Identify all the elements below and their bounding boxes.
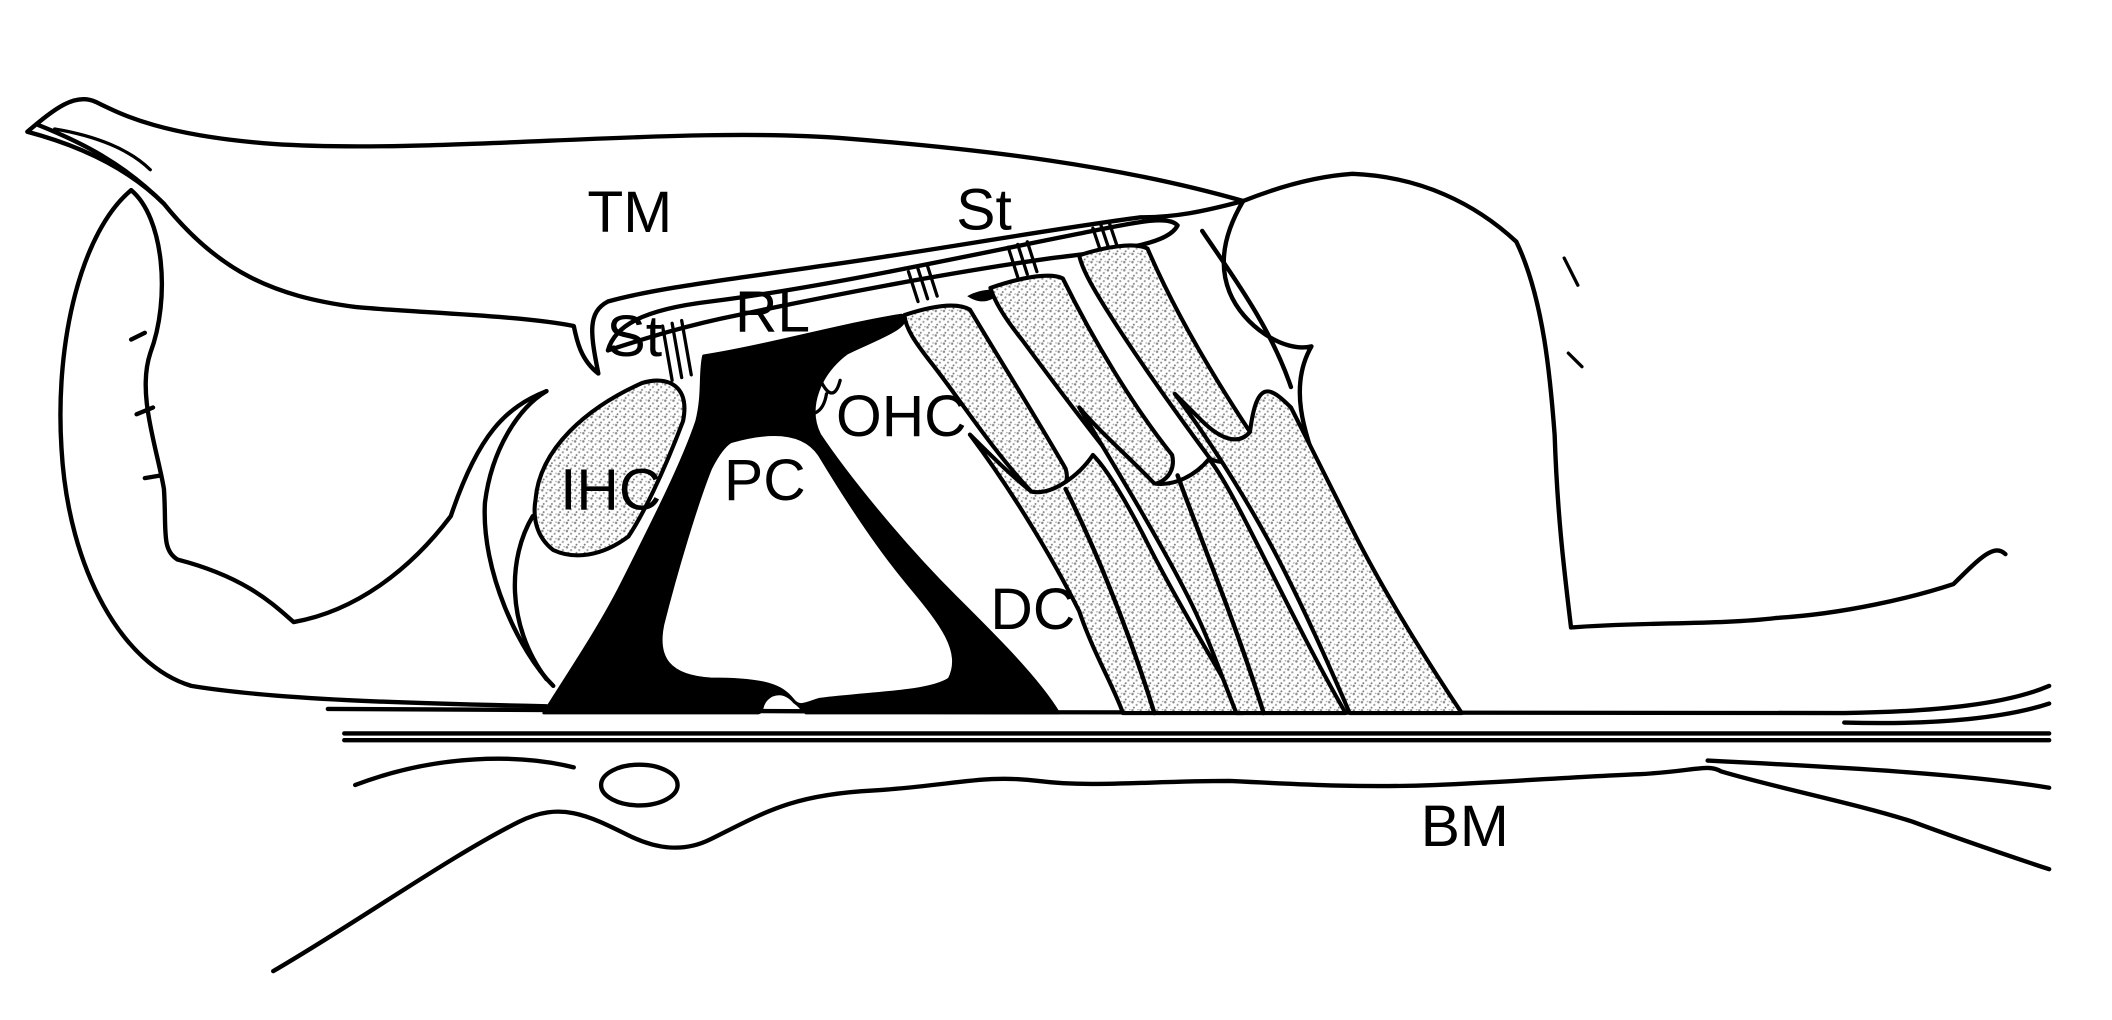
limbus-region bbox=[58, 187, 549, 709]
diagram-labels: TM St St RL OHC IHC PC DC BM bbox=[560, 178, 1509, 859]
label-dc: DC bbox=[990, 577, 1075, 642]
label-st-top: St bbox=[956, 178, 1012, 243]
blood-vessel bbox=[598, 762, 680, 808]
outer-hair-cells bbox=[902, 243, 1254, 497]
inner-hair-cell-region bbox=[482, 378, 687, 689]
pillar-cells bbox=[542, 289, 1061, 715]
label-pc: PC bbox=[724, 448, 806, 513]
label-rl: RL bbox=[735, 280, 810, 345]
reticular-lamina bbox=[605, 218, 1180, 382]
inner-hair-cell bbox=[532, 378, 687, 558]
label-st-left: St bbox=[607, 304, 663, 369]
basilar-membrane bbox=[271, 683, 2052, 974]
label-bm: BM bbox=[1421, 794, 1509, 859]
tectorial-membrane bbox=[25, 96, 1246, 376]
deiters-cells bbox=[967, 389, 1464, 716]
label-ihc: IHC bbox=[560, 457, 661, 522]
label-ohc: OHC bbox=[836, 384, 967, 449]
label-tm: TM bbox=[587, 180, 672, 245]
